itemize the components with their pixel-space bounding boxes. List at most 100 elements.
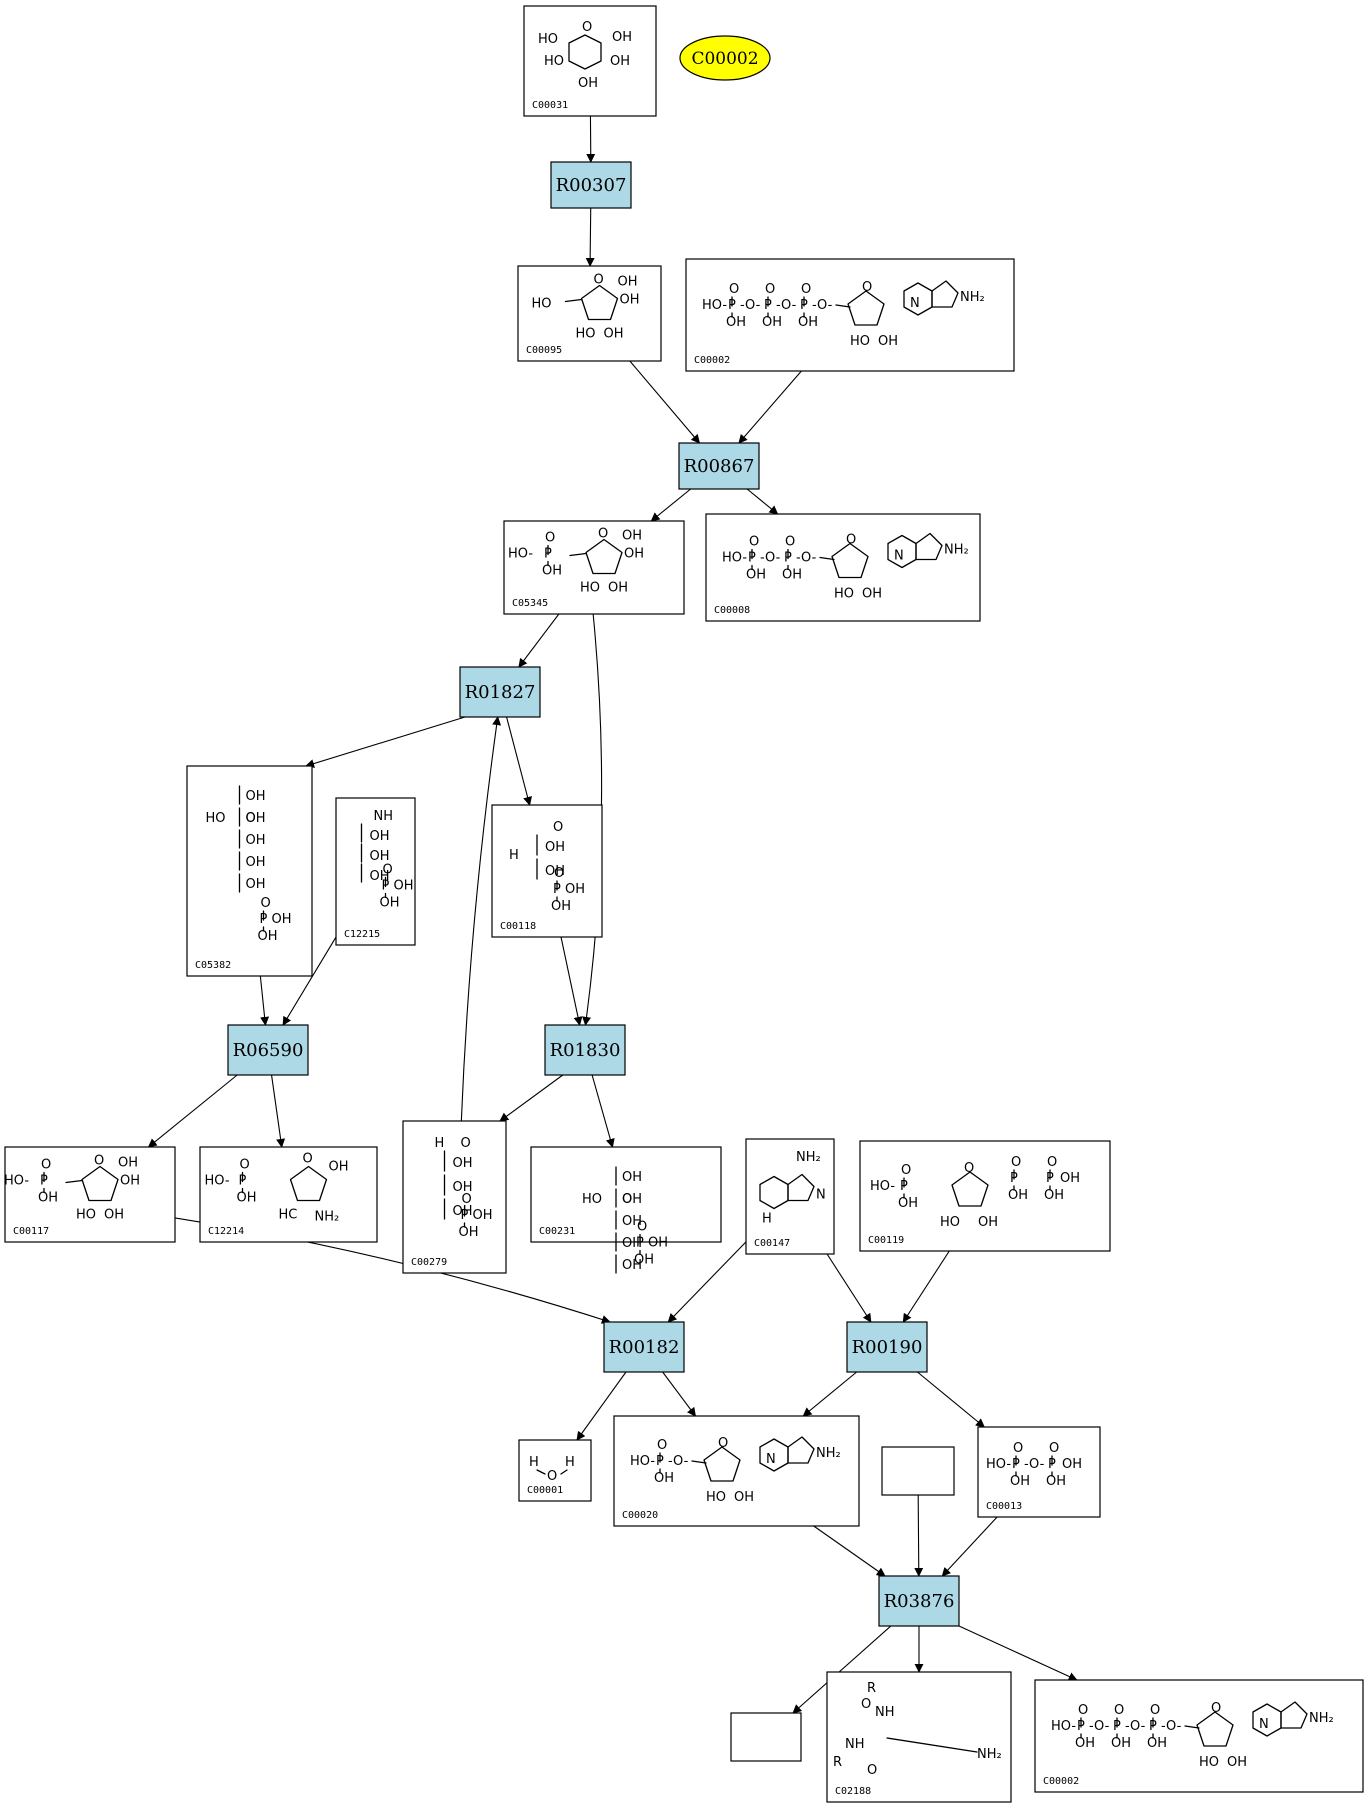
- compound-node[interactable]: [730, 1712, 802, 1762]
- edge-arrow: [802, 1371, 858, 1417]
- reaction-label: R00190: [852, 1337, 923, 1358]
- reaction-label: R01830: [550, 1040, 621, 1061]
- atom-label: OH: [1062, 1457, 1082, 1472]
- atom-label: O: [461, 1136, 471, 1151]
- atom-label: H: [565, 1455, 575, 1470]
- compound-frame: [491, 804, 603, 938]
- atom-label: N: [766, 1452, 776, 1467]
- reaction-box: [227, 1024, 309, 1076]
- atom-label: HO: [76, 1208, 96, 1223]
- compound-id-label: C00002: [1043, 1776, 1079, 1787]
- reaction-node[interactable]: R06590: [227, 1024, 309, 1076]
- atom-label: OH: [862, 587, 882, 602]
- compound-id-label: C00095: [526, 345, 562, 356]
- atom-label: NH: [875, 1705, 895, 1720]
- structure-water: HOH: [529, 1455, 575, 1484]
- atom-label: -O-: [1089, 1719, 1110, 1734]
- atom-label: NH: [374, 809, 394, 824]
- atom-label: OH: [612, 30, 632, 45]
- atom-label: OH: [622, 1170, 642, 1185]
- edge-arrow: [826, 1253, 872, 1323]
- atom-label: O: [246, 811, 256, 826]
- compound-id-label: C00118: [500, 921, 536, 932]
- atom-label: HO: [206, 811, 226, 826]
- compound-frame: [881, 1446, 955, 1496]
- edge-arrow: [259, 975, 270, 1026]
- atom-label: OH: [565, 882, 585, 897]
- atom-label: HO: [1199, 1755, 1219, 1770]
- atom-label: O: [1150, 1703, 1160, 1718]
- atom-label: O: [594, 273, 604, 288]
- atom-label: O: [41, 1158, 51, 1173]
- edge-arrow: [667, 1241, 747, 1323]
- atom-label: HO-: [205, 1174, 230, 1189]
- compound-node[interactable]: [881, 1446, 955, 1496]
- atom-label: O: [1211, 1701, 1221, 1716]
- atom-label: -O-: [740, 298, 761, 313]
- reaction-node[interactable]: R01827: [459, 666, 541, 718]
- reaction-box: [459, 666, 541, 718]
- compound-id-label: C00031: [532, 100, 568, 111]
- atom-label: N: [816, 1188, 826, 1203]
- highlighted-compound-node[interactable]: C00002: [679, 35, 771, 81]
- atom-label: HO: [940, 1215, 960, 1230]
- reaction-node[interactable]: R01830: [544, 1024, 626, 1076]
- reaction-node[interactable]: R00182: [603, 1321, 685, 1373]
- compound-id-label: C12214: [208, 1226, 244, 1237]
- atom-label: -O-: [812, 298, 833, 313]
- edge-arrow: [941, 1516, 998, 1577]
- reaction-node[interactable]: R00307: [550, 161, 632, 209]
- reaction-box: [544, 1024, 626, 1076]
- reaction-box: [550, 161, 632, 209]
- highlight-label: C00002: [691, 49, 758, 69]
- compound-id-label: C00013: [986, 1501, 1022, 1512]
- atom-label: NH₂: [960, 290, 985, 305]
- atom-label: OH: [1008, 1188, 1028, 1203]
- atom-label: HO-: [630, 1454, 655, 1469]
- atom-label: HO-: [986, 1457, 1011, 1472]
- reaction-node[interactable]: R00867: [678, 442, 760, 490]
- atom-label: OH: [272, 912, 292, 927]
- atom-label: H: [509, 848, 519, 863]
- reaction-box: [603, 1321, 685, 1373]
- atom-label: OH: [542, 564, 562, 579]
- atom-label: OH: [370, 869, 390, 884]
- reaction-node[interactable]: R03876: [878, 1575, 960, 1627]
- edge-arrow: [460, 716, 502, 1122]
- atom-label: OH: [1111, 1736, 1131, 1751]
- reaction-node[interactable]: R00190: [846, 1321, 928, 1373]
- atom-label: -O-: [668, 1454, 689, 1469]
- compound-frame: [335, 797, 416, 946]
- atom-label: O: [867, 1763, 877, 1778]
- atom-label: HC: [279, 1208, 298, 1223]
- atom-label: -O-: [776, 298, 797, 313]
- atom-label: OH: [394, 879, 414, 894]
- compound-frame: [503, 520, 685, 615]
- atom-label: OH: [726, 315, 746, 330]
- atom-label: OH: [453, 1204, 473, 1219]
